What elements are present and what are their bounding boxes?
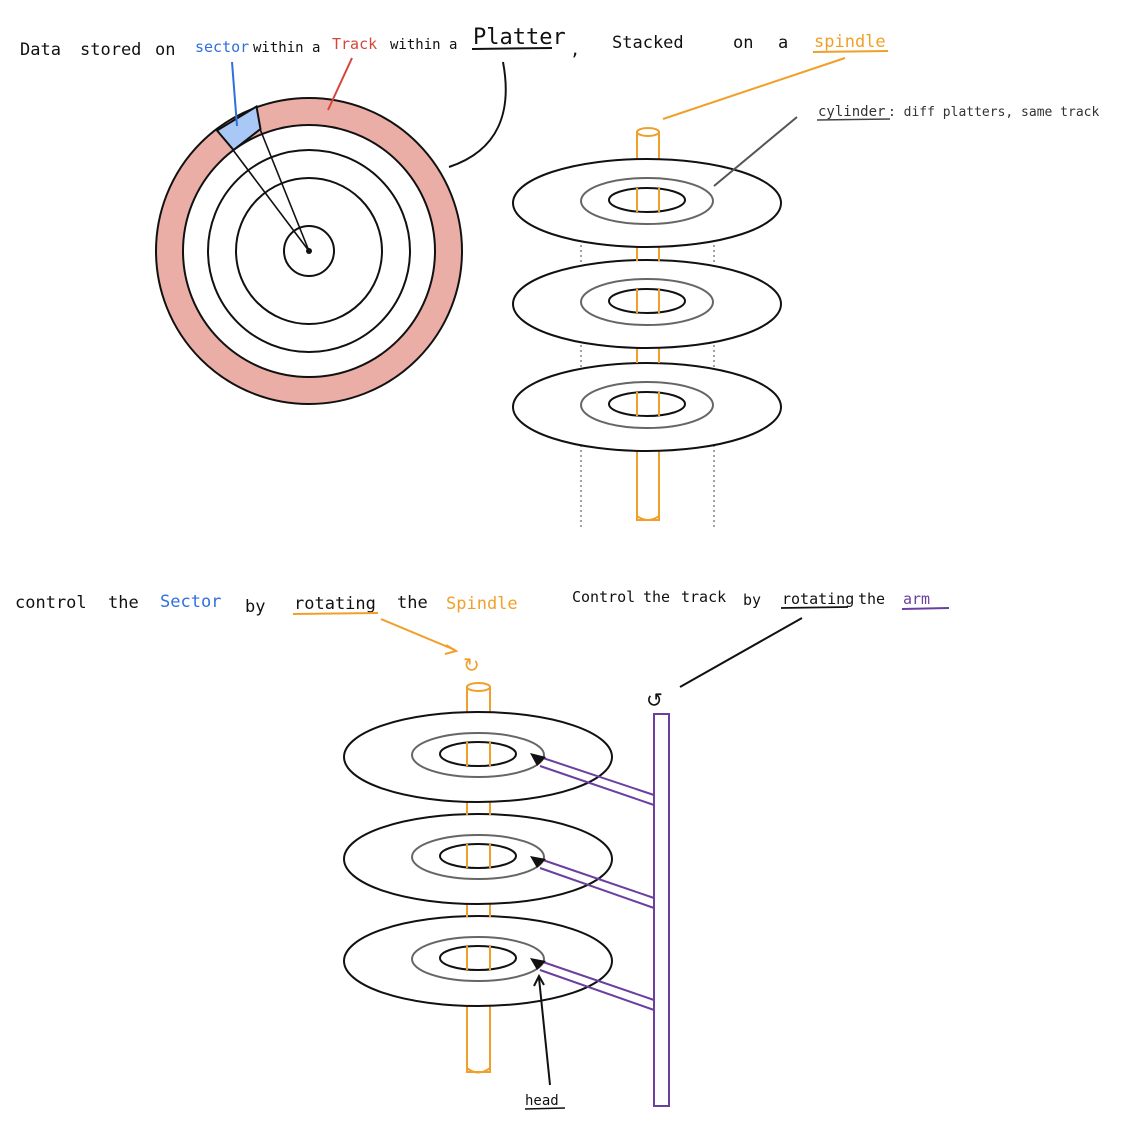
stack-hub-2 [608,288,686,314]
bl-rotating-underline [292,612,379,615]
caption-within-2: within a [390,37,457,53]
spindle-rotate-icon: ↻ [463,653,480,677]
cylinder-note: cylinder : diff platters, same track [816,104,1099,121]
spindle-cap-bottom [466,682,491,692]
bl-control: control [15,593,87,613]
bottom-hub-1 [439,741,517,767]
arm-post [653,713,670,1107]
br-arm: arm [903,590,930,608]
arm-rotate-icon: ↺ [646,688,663,712]
spindle-bottom-top-stack [636,515,660,521]
stack-platter-1 [512,158,782,248]
stack-platter-3 [512,362,782,452]
cylinder-label: cylinder [818,104,885,120]
bottom-platter-1 [343,711,613,803]
br-rotating: rotating [782,590,854,608]
cylinder-track-3 [580,381,714,429]
spindle-bottom-end [466,1067,491,1074]
br-arm-underline [901,607,950,610]
sector-edge-left [232,149,310,252]
caption-sector: sector [195,38,249,56]
bottom-track-3 [411,936,545,982]
bottom-left-caption: control the Sector by rotating the Spind… [15,592,518,655]
bottom-track-1 [411,732,545,778]
arm-2-bottom [539,867,655,909]
caption-within-1: within a [253,40,320,56]
cylinder-track-2 [580,278,714,326]
platter-stack-top [512,57,846,530]
top-caption: Data stored on sector within a Track wit… [20,25,889,60]
platter-underline [471,47,553,50]
cylinder-callout-line [713,116,798,187]
bl-sector: Sector [160,592,221,612]
sector-callout-line [231,61,238,127]
cylinder-description: : diff platters, same track [888,105,1099,120]
head-3 [530,958,546,970]
platter-hub [283,225,335,277]
head-underline [524,1107,566,1110]
br-track: track [681,588,726,606]
cylinder-underline [816,118,891,121]
bottom-platter-3 [343,915,613,1007]
head-callout-arrow [533,973,545,987]
br-rotating-underline [780,606,849,609]
stack-hub-1 [608,187,686,213]
cylinder-track-1 [580,177,714,225]
head-1 [530,753,546,766]
spindle-callout-line [662,57,846,120]
caption-stacked: Stacked [612,33,684,53]
caption-word-on: on [155,40,175,60]
arm-3-bottom [539,969,655,1011]
platter-stack-bottom [343,682,670,1107]
br-arrow-line [679,617,803,688]
br-control: Control [572,588,635,606]
arm-2-top [539,858,655,899]
bottom-track-2 [411,834,545,880]
stack-hub-3 [608,391,686,417]
bottom-platter-2 [343,813,613,905]
caption-spindle: spindle [814,32,886,52]
caption-on: on [733,33,753,53]
stack-platter-2 [512,259,782,349]
platter-center-dot [306,248,312,254]
bl-the-1: the [108,593,139,613]
platter-callout-line [448,61,507,168]
arm-1-top [539,756,655,796]
bl-arrow-head [444,644,459,655]
spindle-cap-top [636,127,660,137]
br-by: by [743,591,761,609]
caption-platter: Platter [473,25,566,50]
platter-top-view [155,57,507,405]
bl-spindle: Spindle [446,594,518,614]
track-callout-line [327,57,353,111]
br-the-2: the [858,590,885,608]
bl-rotating: rotating [294,594,376,614]
spindle-underline [812,50,889,53]
caption-a: a [778,33,788,53]
head-label: head [525,1093,559,1109]
caption-track: Track [332,35,377,53]
caption-comma: , [570,40,580,60]
bottom-right-caption: Control the track by rotating the arm [572,588,950,688]
track-ring-3 [235,177,383,325]
caption-word-stored: stored [80,40,141,60]
bl-by: by [245,597,265,617]
caption-word-data: Data [20,40,61,60]
bottom-hub-2 [439,843,517,869]
head-callout-line [538,977,551,1086]
arm-3-top [539,960,655,1001]
bl-arrow-line [380,618,456,651]
sector-edge-right [259,128,310,252]
track-ring-2 [207,149,411,353]
head-2 [530,856,546,868]
br-the-1: the [643,588,670,606]
bl-the-2: the [397,593,428,613]
bottom-hub-3 [439,945,517,971]
arm-1-bottom [539,765,655,806]
